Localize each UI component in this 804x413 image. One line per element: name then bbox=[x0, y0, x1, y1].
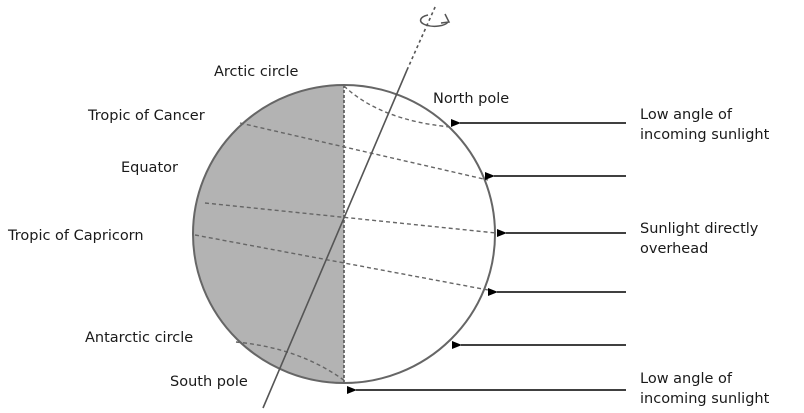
tropic-of-capricorn-line bbox=[194, 234, 489, 291]
tropic-of-cancer-label: Tropic of Cancer bbox=[87, 108, 205, 124]
low-angle-bottom-line1: Low angle of bbox=[640, 371, 733, 387]
direct-overhead-line2: overhead bbox=[640, 241, 708, 257]
tropic-of-capricorn-label: Tropic of Capricorn bbox=[7, 228, 144, 244]
direct-overhead-line1: Sunlight directly bbox=[640, 221, 759, 237]
antarctic-circle-label: Antarctic circle bbox=[85, 330, 193, 346]
low-angle-top-line2: incoming sunlight bbox=[640, 127, 770, 143]
earth-outline bbox=[192, 84, 496, 384]
rotation-arrow-icon bbox=[419, 13, 451, 28]
antarctic-circle-line bbox=[235, 341, 346, 382]
tropic-of-cancer-line bbox=[239, 122, 489, 181]
low-angle-bottom-line2: incoming sunlight bbox=[640, 391, 770, 407]
rotation-axis bbox=[262, 69, 408, 409]
north-pole-label: North pole bbox=[433, 91, 509, 107]
equator-label: Equator bbox=[121, 160, 178, 176]
low-angle-top-line1: Low angle of bbox=[640, 107, 733, 123]
arctic-circle-label: Arctic circle bbox=[214, 64, 298, 80]
rotation-axis-dashed bbox=[406, 4, 437, 71]
south-pole-label: South pole bbox=[170, 374, 248, 390]
